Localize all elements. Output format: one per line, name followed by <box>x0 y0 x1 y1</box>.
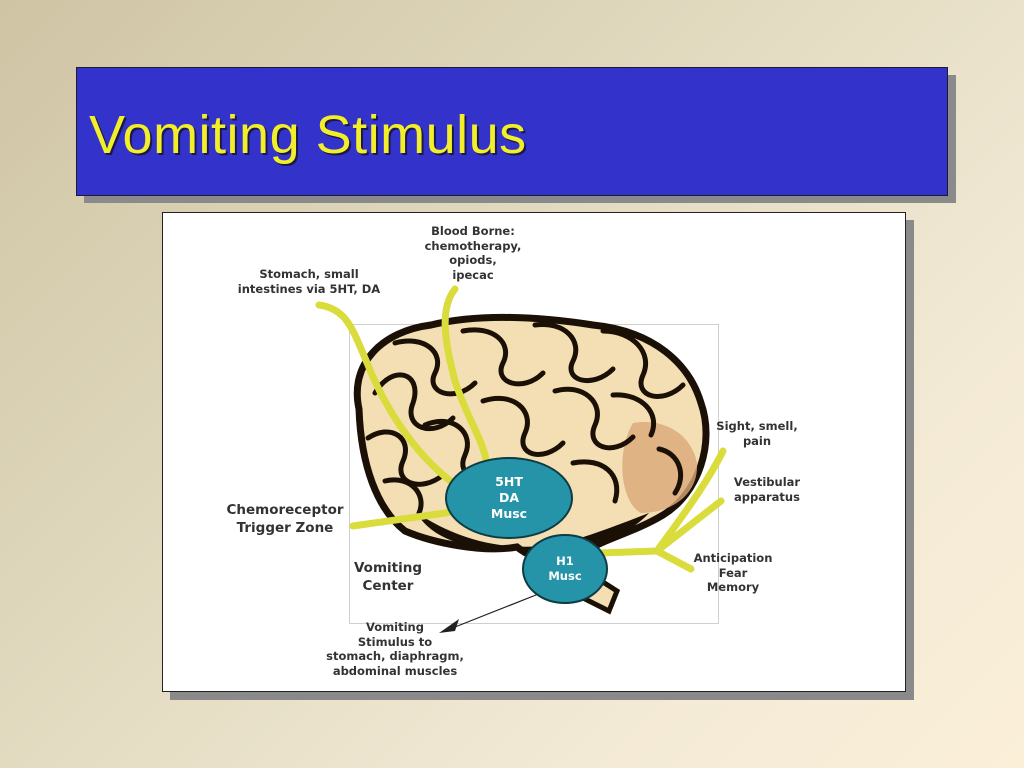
title-banner: Vomiting Stimulus <box>76 67 948 196</box>
label-vestibular: Vestibular apparatus <box>733 475 801 504</box>
label-vomiting-center: Vomiting Center <box>353 560 423 594</box>
output-arrow-line <box>454 592 542 628</box>
diagram-frame: 5HT DA Musc H1 Musc Blood Borne: chemoth… <box>162 212 906 692</box>
connector-stomach <box>315 301 457 487</box>
label-vomiting-output: Vomiting Stimulus to stomach, diaphragm,… <box>326 620 464 678</box>
brain-folds <box>365 322 686 516</box>
connector-ctz <box>349 507 463 530</box>
slide-title: Vomiting Stimulus <box>89 105 527 165</box>
vc-receptor-musc: Musc <box>548 569 582 583</box>
label-blood-borne: Blood Borne: chemotherapy, opiods, ipeca… <box>424 224 522 282</box>
label-sight-smell-pain: Sight, smell, pain <box>716 419 798 448</box>
ctz-receptor-da: DA <box>498 490 520 505</box>
label-stomach: Stomach, small intestines via 5HT, DA <box>237 267 381 296</box>
vc-receptor-h1: H1 <box>556 554 574 568</box>
vomiting-center-oval <box>522 534 608 604</box>
diagram-canvas <box>315 285 727 633</box>
connector-anticipation <box>653 547 695 573</box>
connector-sight <box>655 447 727 552</box>
vomiting-center-receptor-list: H1 Musc <box>539 554 591 584</box>
connector-vestibular <box>653 497 725 555</box>
brain-illustration <box>353 313 710 615</box>
ctz-oval <box>445 457 573 539</box>
connector-blood-borne <box>441 285 491 469</box>
ctz-receptor-5ht: 5HT <box>495 474 523 489</box>
connector-vc-merge <box>595 547 661 557</box>
connector-lines <box>315 285 727 573</box>
label-chemoreceptor-trigger-zone: Chemoreceptor Trigger Zone <box>226 502 344 536</box>
label-anticipation: Anticipation Fear Memory <box>693 551 773 594</box>
ctz-receptor-musc: Musc <box>490 506 528 521</box>
output-arrowhead <box>439 619 459 633</box>
ctz-receptor-list: 5HT DA Musc <box>479 474 539 522</box>
